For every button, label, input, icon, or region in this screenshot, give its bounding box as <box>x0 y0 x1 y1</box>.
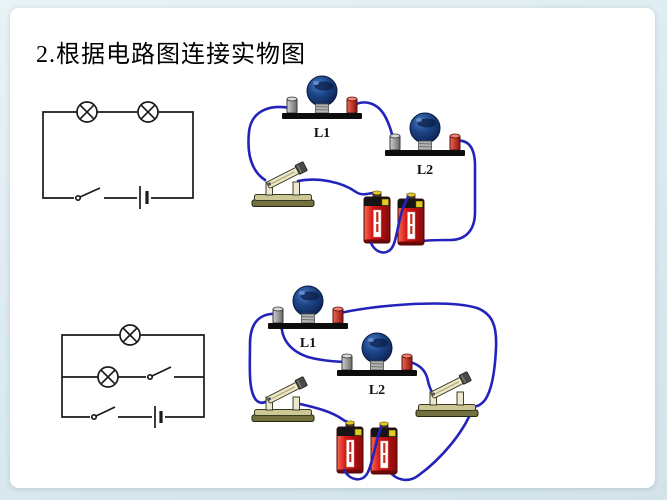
switch-symbol-bottom <box>90 406 118 424</box>
lamp-L2-label: L2 <box>369 383 385 398</box>
circuit-loop <box>42 111 194 199</box>
knife-switch-right <box>415 370 479 418</box>
battery-cell-1 <box>363 190 391 244</box>
series-circuit-schematic <box>42 101 194 209</box>
battery-symbol <box>152 406 165 428</box>
wire <box>296 178 378 196</box>
wire <box>247 105 292 182</box>
wire <box>369 195 410 254</box>
lamp-L1 <box>267 285 349 330</box>
battery-cell-2 <box>397 192 425 246</box>
wire <box>248 312 282 405</box>
wire <box>334 302 498 409</box>
parallel-circuit-schematic <box>61 324 205 428</box>
switch-symbol <box>74 187 104 205</box>
lamp-L2 <box>384 112 466 157</box>
wire <box>342 425 383 481</box>
lamp-L2-label: L2 <box>417 163 433 178</box>
knife-switch-left <box>251 375 315 423</box>
lamp-symbol-2 <box>137 101 159 123</box>
lamp-L1-label: L1 <box>314 126 330 141</box>
parallel-circuit-physical: L1 L2 <box>248 285 498 482</box>
wire <box>350 101 398 145</box>
lamp-L1 <box>281 75 363 120</box>
switch-symbol-middle <box>146 366 174 384</box>
circuit-loop <box>61 334 205 418</box>
wire <box>387 408 474 482</box>
lamp-symbol-middle <box>97 366 119 388</box>
battery-cell-1 <box>336 420 364 474</box>
lamp-symbol-1 <box>76 101 98 123</box>
knife-switch <box>251 160 315 208</box>
wire <box>280 316 351 364</box>
series-circuit-physical: L1 L2 <box>247 75 477 254</box>
slide-title: 2.根据电路图连接实物图 <box>36 41 306 68</box>
lamp-L2 <box>336 332 418 377</box>
lamp-L1-label: L1 <box>300 336 316 351</box>
battery-symbol <box>137 186 151 209</box>
lamp-symbol-top <box>119 324 141 346</box>
wire <box>420 139 477 243</box>
